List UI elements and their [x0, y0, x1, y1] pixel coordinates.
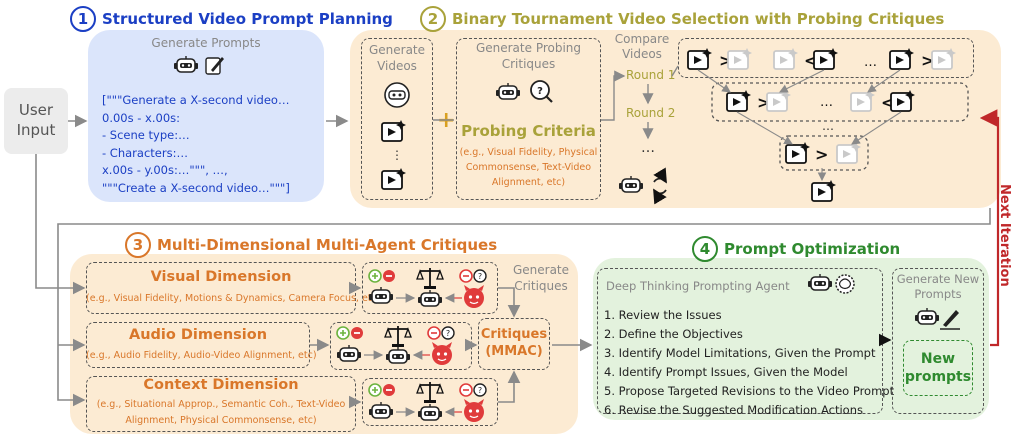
step4-number: 4: [692, 236, 718, 262]
generate-new-prompts-box: [892, 268, 984, 414]
optimization-step: 2. Define the Objectives: [604, 327, 743, 341]
probing-critiques-label: Generate Probing Critiques: [475, 41, 582, 71]
tournament-round2: > … <: [726, 89, 916, 112]
tournament-round3: >: [785, 141, 862, 164]
new-prompts-label: New prompts: [904, 351, 972, 385]
deep-thinking-title: Deep Thinking Prompting Agent: [606, 279, 790, 293]
prompt-line: ["""Generate a X-second video…: [102, 93, 290, 107]
context-agents: ?: [368, 381, 487, 423]
user-input-box: [4, 88, 68, 154]
visual-agents: ?: [368, 267, 487, 309]
optimization-steps: 1. Review the Issues 2. Define the Objec…: [604, 306, 894, 420]
winner-video-icon: [811, 179, 837, 202]
optimization-step: 6. Revise the Suggested Modification Act…: [604, 403, 863, 417]
generate-videos-label: Generate Videos: [368, 43, 426, 73]
robot-icon: [384, 82, 410, 108]
arrow-context-agents-to-critiques: [498, 370, 521, 403]
next-iteration-arrow: [979, 109, 1000, 347]
arrow-visual-agents-to-critiques: [498, 287, 521, 318]
prompt-line: - Characters:…: [102, 145, 188, 160]
visual-agents-box: [362, 262, 498, 314]
probing-criteria-title: Probing Criteria: [461, 122, 596, 140]
step3-number: 3: [125, 232, 151, 258]
audio-agents: ?: [336, 325, 455, 366]
svg-text:…: …: [822, 119, 834, 133]
step1-title-text: Structured Video Prompt Planning: [102, 10, 393, 28]
arrow-round1-to-bracket: [671, 65, 679, 77]
critiques-box: [478, 318, 550, 370]
prompt-line: 0.00s - x.00s:: [102, 110, 181, 125]
step2-title: 2 Binary Tournament Video Selection with …: [420, 6, 944, 32]
probing-criteria-examples: (e.g., Visual Fidelity, Physical Commons…: [459, 147, 598, 188]
prompt-line: x.00s - y.00s:…""", …,: [102, 163, 228, 177]
robot-icon: [914, 307, 940, 325]
svg-text:?: ?: [446, 329, 450, 338]
step3-title-text: Multi-Dimensional Multi-Agent Critiques: [157, 236, 498, 254]
generate-videos-box: [361, 38, 433, 200]
svg-text:?: ?: [478, 386, 482, 395]
arrow-probing-to-round1: [601, 70, 626, 121]
step4-title-text: Prompt Optimization: [724, 240, 901, 258]
brain-icon: [835, 274, 855, 294]
new-prompts-box: [903, 340, 973, 396]
arrow-step2-to-step3: [57, 208, 991, 407]
robot-icon: [807, 273, 833, 291]
compare-videos-label: Compare Videos: [614, 32, 670, 61]
optimization-step: 1. Review the Issues: [604, 308, 722, 322]
svg-text:…: …: [864, 55, 877, 70]
context-dimension-examples: (e.g., Situational Approp., Semantic Coh…: [96, 399, 346, 426]
svg-text:?: ?: [537, 86, 543, 97]
optimization-step: 5. Propose Targeted Revisions to the Vid…: [604, 384, 895, 398]
user-input-label: User Input: [16, 101, 56, 139]
step1-prompt-text: ["""Generate a X-second video… 0.00s - x…: [102, 92, 290, 197]
optimization-step: 3. Identify Model Limitations, Given the…: [604, 346, 876, 360]
step4-title: 4 Prompt Optimization: [692, 236, 900, 262]
context-agents-box: [362, 378, 498, 426]
video-sparkle-icon: [381, 167, 407, 190]
svg-text:⋮: ⋮: [391, 148, 403, 162]
magnifier-icon: ?: [530, 80, 553, 103]
cycle-icon: [653, 167, 667, 205]
robot-icon: [495, 82, 521, 100]
step1-title: 1 Structured Video Prompt Planning: [70, 6, 393, 32]
audio-dimension-box: [86, 322, 310, 368]
robot-icon: [618, 175, 644, 193]
step3-title: 3 Multi-Dimensional Multi-Agent Critiques: [125, 232, 497, 258]
tournament-box: [678, 38, 974, 78]
svg-text:…: …: [820, 95, 833, 110]
prompt-line: """Create a X-second video…"""]: [102, 180, 290, 195]
generate-critiques-label: Generate Critiques: [512, 263, 570, 293]
critiques-label: Critiques (MMAC): [480, 327, 548, 359]
step1-number: 1: [70, 6, 96, 32]
tournament-round1: > < … >: [687, 47, 957, 70]
prompt-line: - Scene type:…: [102, 128, 190, 142]
robot-icon: [173, 55, 199, 73]
arrow-user-to-step3: [35, 154, 86, 295]
step1-subtitle: Generate Prompts: [151, 36, 261, 50]
svg-text:>: >: [921, 51, 934, 70]
step2-number: 2: [420, 6, 446, 32]
step2-title-text: Binary Tournament Video Selection with P…: [452, 10, 945, 28]
round2-label: Round 2: [626, 106, 676, 120]
pencil-icon: [205, 57, 224, 75]
visual-dimension-examples: (e.g., Visual Fidelity, Motions & Dynami…: [86, 293, 381, 304]
visual-dimension-title: Visual Dimension: [150, 269, 292, 285]
probing-critiques-box: [456, 38, 601, 200]
audio-dimension-title: Audio Dimension: [128, 327, 268, 343]
round1-label: Round 1: [626, 68, 676, 82]
context-dimension-title: Context Dimension: [143, 377, 299, 393]
pencil-icon: [940, 310, 960, 330]
round-ellipsis: …: [641, 140, 655, 156]
svg-text:?: ?: [478, 272, 482, 281]
video-sparkle-icon: [381, 119, 407, 142]
step4-panel: [593, 258, 989, 420]
generate-new-prompts-label: Generate New Prompts: [896, 272, 980, 301]
svg-text:>: >: [815, 145, 828, 164]
audio-dimension-examples: (e.g., Audio Fidelity, Audio-Video Align…: [86, 350, 317, 361]
optimization-step: 4. Identify Prompt Issues, Given the Mod…: [604, 365, 848, 379]
